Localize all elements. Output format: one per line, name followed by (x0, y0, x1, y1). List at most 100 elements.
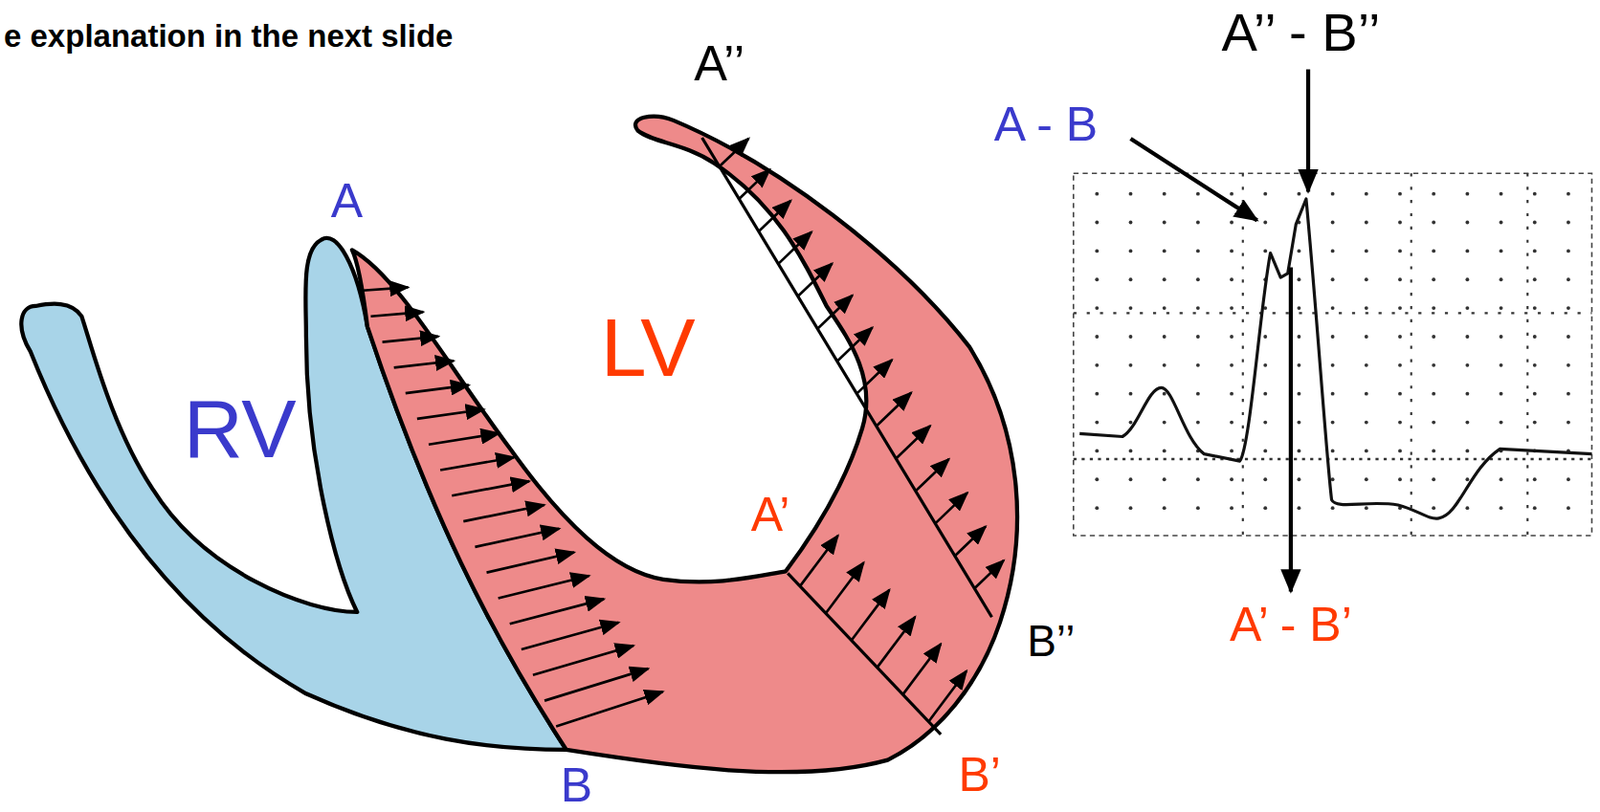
grid-dot (1331, 221, 1335, 225)
grid-dot (1162, 477, 1167, 482)
grid-dot (1229, 449, 1234, 454)
grid-dot (1533, 477, 1537, 482)
grid-dot (1465, 334, 1469, 339)
point-label: B (560, 761, 593, 810)
grid-dot (1331, 477, 1335, 482)
point-label: A’ (751, 490, 791, 539)
grid-dot (1465, 392, 1469, 397)
grid-dot (1094, 477, 1099, 482)
grid-line (1526, 173, 1529, 536)
grid-dot (1398, 306, 1402, 311)
grid-dot (1263, 221, 1267, 225)
grid-dot (1129, 477, 1134, 482)
grid-dot (1229, 392, 1234, 397)
grid-dot (1465, 449, 1469, 454)
grid-dot (1297, 477, 1302, 482)
grid-dot (1331, 449, 1335, 454)
grid-dot (1129, 306, 1134, 311)
grid-dot (1297, 306, 1302, 311)
grid-dot (1566, 192, 1571, 197)
vector-arrow (533, 645, 634, 676)
grid-dot (1297, 363, 1302, 368)
grid-dot (1566, 477, 1571, 482)
grid-dot (1229, 363, 1234, 368)
grid-dot (1196, 392, 1200, 397)
grid-dot (1162, 192, 1167, 197)
grid-dot (1196, 334, 1200, 339)
grid-dot (1364, 477, 1369, 482)
point-label: A’’ (693, 38, 745, 89)
grid-dot (1398, 449, 1402, 454)
ecg-frame (1073, 173, 1593, 536)
grid-dot (1094, 363, 1099, 368)
vector-arrow (877, 617, 916, 668)
grid-dot (1263, 506, 1267, 511)
vector-arrow (382, 336, 440, 343)
vector-arrow (498, 576, 590, 599)
grid-dot (1229, 277, 1234, 282)
grid-dot (1162, 421, 1167, 425)
grid-line (1073, 458, 1593, 462)
grid-dot (1162, 221, 1167, 225)
grid-dot (1331, 334, 1335, 339)
grid-dot (1364, 192, 1369, 197)
grid-dot (1229, 421, 1234, 425)
vector-arrow (394, 360, 454, 368)
grid-dot (1331, 306, 1335, 311)
grid-dot (1129, 277, 1134, 282)
grid-dot (1431, 248, 1436, 253)
vector-arrow (876, 393, 912, 427)
grid-dot (1431, 421, 1436, 425)
vector-arrow (544, 668, 648, 701)
grid-dot (1129, 421, 1134, 425)
grid-dot (1129, 221, 1134, 225)
leader-arrow (1288, 266, 1293, 592)
grid-dot (1297, 277, 1302, 282)
grid-dot (1094, 192, 1099, 197)
grid-dot (1331, 392, 1335, 397)
vector-arrow (934, 492, 968, 524)
grid-dot (1229, 192, 1234, 197)
grid-dot (1229, 306, 1234, 311)
ecg-grid (1073, 173, 1593, 536)
grid-line (1073, 311, 1593, 314)
grid-dot (1297, 192, 1302, 197)
slide-note: e explanation in the next slide (3, 20, 453, 52)
vector-arrow (856, 359, 892, 394)
grid-dot (1297, 334, 1302, 339)
grid-dot (1533, 363, 1537, 368)
vector-arrow (817, 295, 852, 330)
grid-dot (1398, 421, 1402, 425)
grid-dot (1566, 421, 1571, 425)
divider-line (702, 137, 993, 618)
grid-dot (1263, 449, 1267, 454)
grid-dot (1566, 221, 1571, 225)
grid-dot (1566, 392, 1571, 397)
grid-dot (1331, 192, 1335, 197)
grid-dot (1196, 192, 1200, 197)
grid-dot (1465, 306, 1469, 311)
grid-dot (1533, 392, 1537, 397)
grid-dot (1331, 248, 1335, 253)
grid-line (1242, 173, 1245, 536)
grid-dot (1297, 421, 1302, 425)
leader-arrow (1130, 138, 1257, 221)
divider-line (787, 573, 941, 735)
grid-dot (1129, 392, 1134, 397)
grid-dot (1263, 421, 1267, 425)
grid-dot (1364, 421, 1369, 425)
grid-dot (1094, 248, 1099, 253)
grid-dot (1263, 248, 1267, 253)
chamber-label: LV (600, 306, 696, 389)
vector-arrow (851, 590, 890, 642)
grid-dot (1398, 363, 1402, 368)
grid-dot (1129, 449, 1134, 454)
grid-dot (1499, 277, 1504, 282)
grid-dot (1364, 363, 1369, 368)
grid-dot (1499, 477, 1504, 482)
vector-arrow (915, 459, 950, 491)
vector-arrow (487, 552, 576, 573)
grid-dot (1465, 248, 1469, 253)
grid-dot (1566, 248, 1571, 253)
grid-dot (1431, 506, 1436, 511)
